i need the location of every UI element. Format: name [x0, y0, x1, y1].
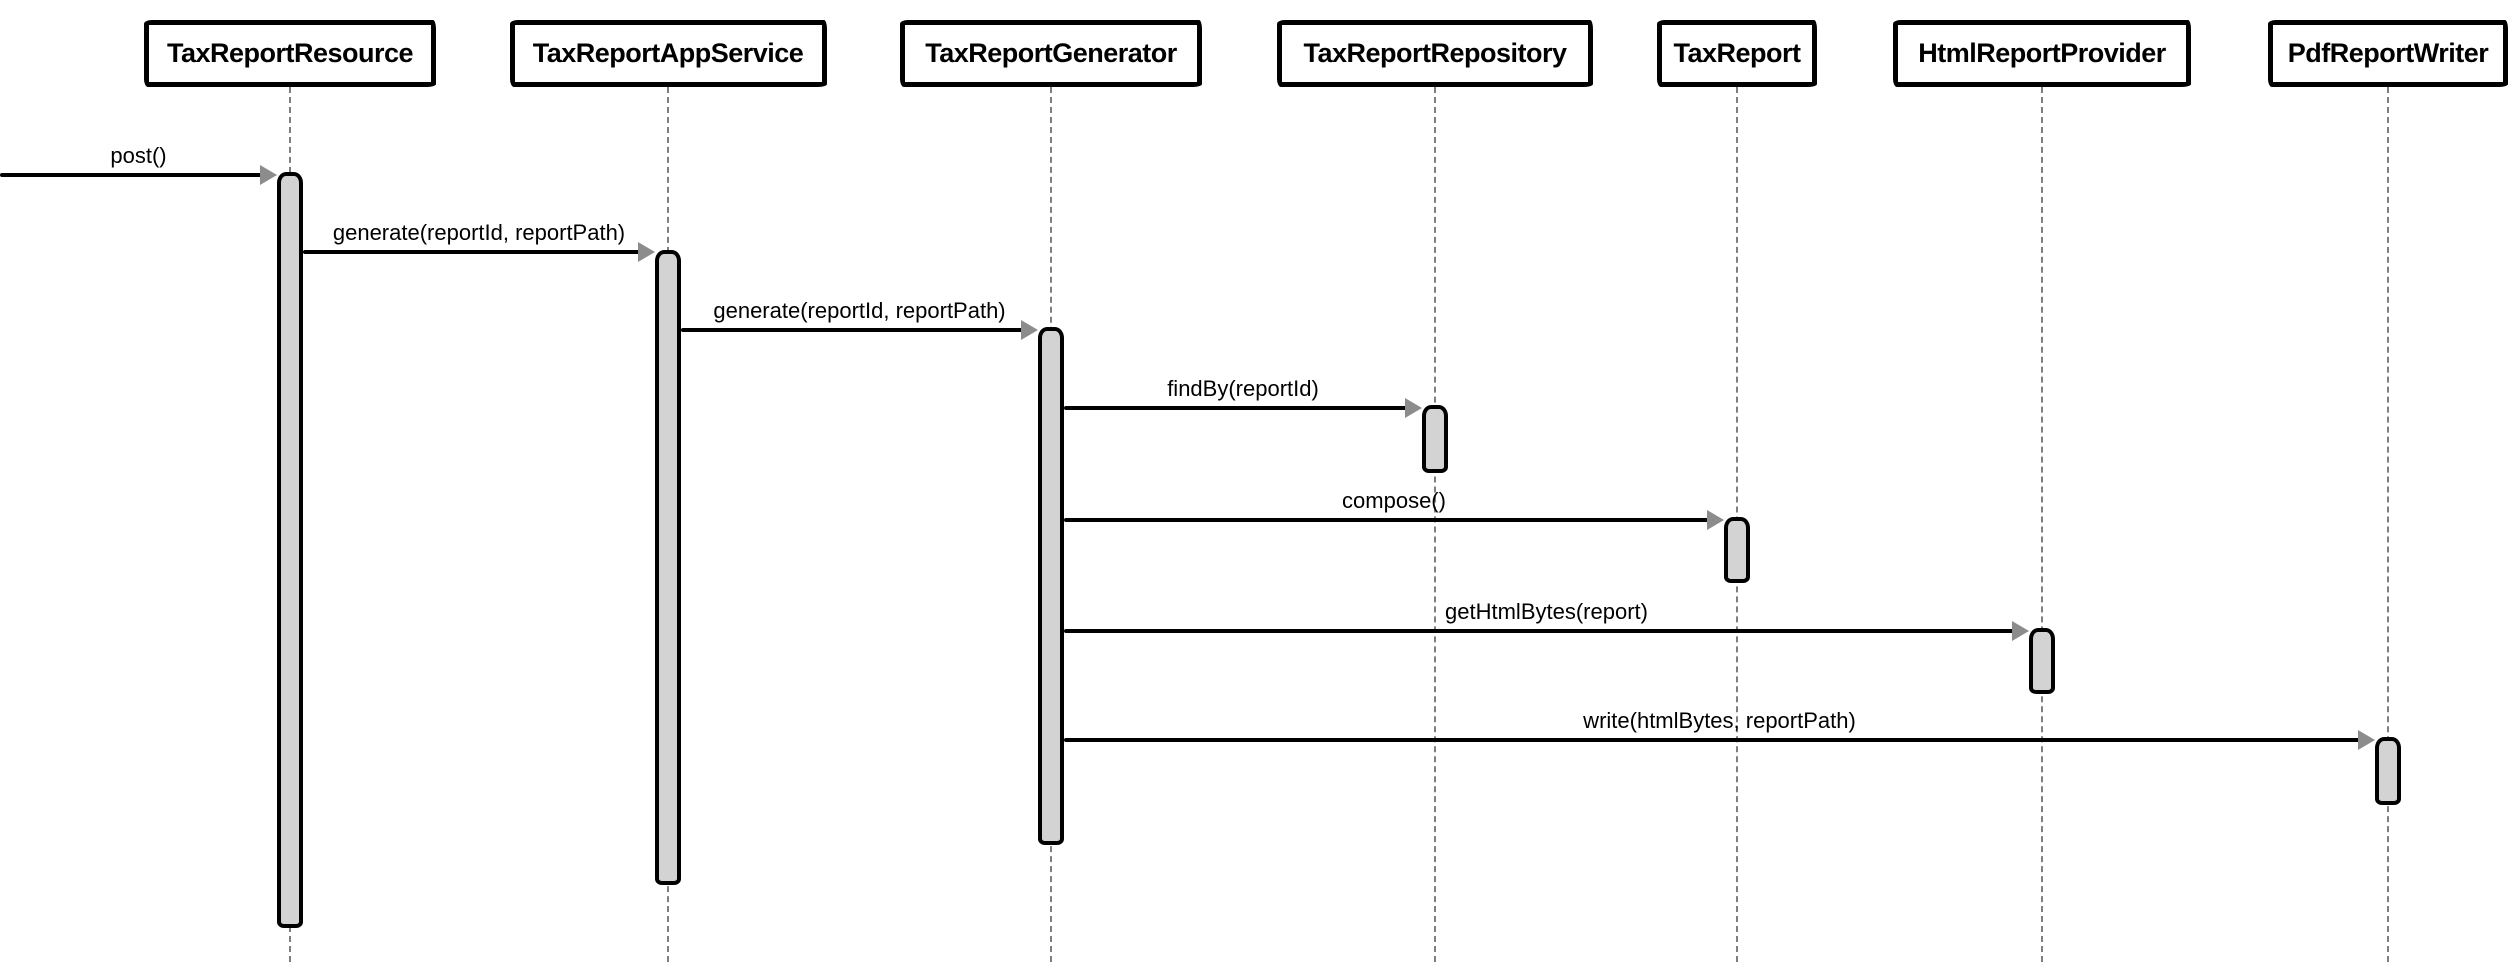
arrowhead-icon: [638, 242, 655, 262]
message-label: write(htmlBytes, reportPath): [1583, 708, 1856, 733]
participant-label: TaxReportGenerator: [925, 38, 1177, 68]
participant-box-taxreport: TaxReport: [1657, 20, 1817, 87]
message-line: [303, 250, 649, 254]
arrowhead-icon: [1405, 398, 1422, 418]
message-line: [1064, 629, 2023, 633]
activation-bar-taxreportappservice: [655, 250, 681, 885]
participant-box-taxreportresource: TaxReportResource: [144, 20, 436, 87]
participant-label: TaxReportResource: [166, 38, 414, 68]
participant-label: TaxReportAppService: [532, 38, 804, 68]
participant-box-taxreportrepository: TaxReportRepository: [1277, 20, 1593, 87]
participant-box-taxreportgenerator: TaxReportGenerator: [900, 20, 1202, 87]
activation-bar-taxreportgenerator: [1038, 327, 1064, 845]
message-label: findBy(reportId): [1167, 376, 1319, 401]
lifeline-pdfreportwriter: [2387, 87, 2389, 962]
message-line: [1064, 406, 1416, 410]
arrowhead-icon: [2358, 730, 2375, 750]
message-label: post(): [110, 143, 167, 168]
participant-label: HtmlReportProvider: [1918, 38, 2166, 68]
activation-bar-taxreportresource: [277, 172, 303, 928]
message-label: generate(reportId, reportPath): [332, 220, 626, 245]
message-label: getHtmlBytes(report): [1445, 599, 1648, 624]
activation-bar-taxreport: [1724, 517, 1750, 583]
lifeline-taxreportrepository: [1434, 87, 1436, 962]
activation-bar-pdfreportwriter: [2375, 737, 2401, 805]
activation-bar-htmlreportprovider: [2029, 628, 2055, 694]
participant-box-taxreportappservice: TaxReportAppService: [509, 20, 827, 87]
arrowhead-icon: [260, 165, 277, 185]
lifeline-htmlreportprovider: [2041, 87, 2043, 962]
participant-box-htmlreportprovider: HtmlReportProvider: [1893, 20, 2191, 87]
participant-box-pdfreportwriter: PdfReportWriter: [2268, 20, 2508, 87]
participant-label: PdfReportWriter: [2287, 38, 2489, 68]
message-line: [1064, 518, 1718, 522]
message-label: generate(reportId, reportPath): [713, 298, 1006, 323]
participant-label: TaxReport: [1673, 38, 1801, 68]
participant-label: TaxReportRepository: [1303, 38, 1567, 68]
activation-bar-taxreportrepository: [1422, 405, 1448, 473]
message-line: [0, 173, 271, 177]
arrowhead-icon: [1021, 320, 1038, 340]
message-line: [681, 328, 1032, 332]
message-label: compose(): [1342, 488, 1446, 513]
message-line: [1064, 738, 2369, 742]
arrowhead-icon: [1707, 510, 1724, 530]
arrowhead-icon: [2012, 621, 2029, 641]
